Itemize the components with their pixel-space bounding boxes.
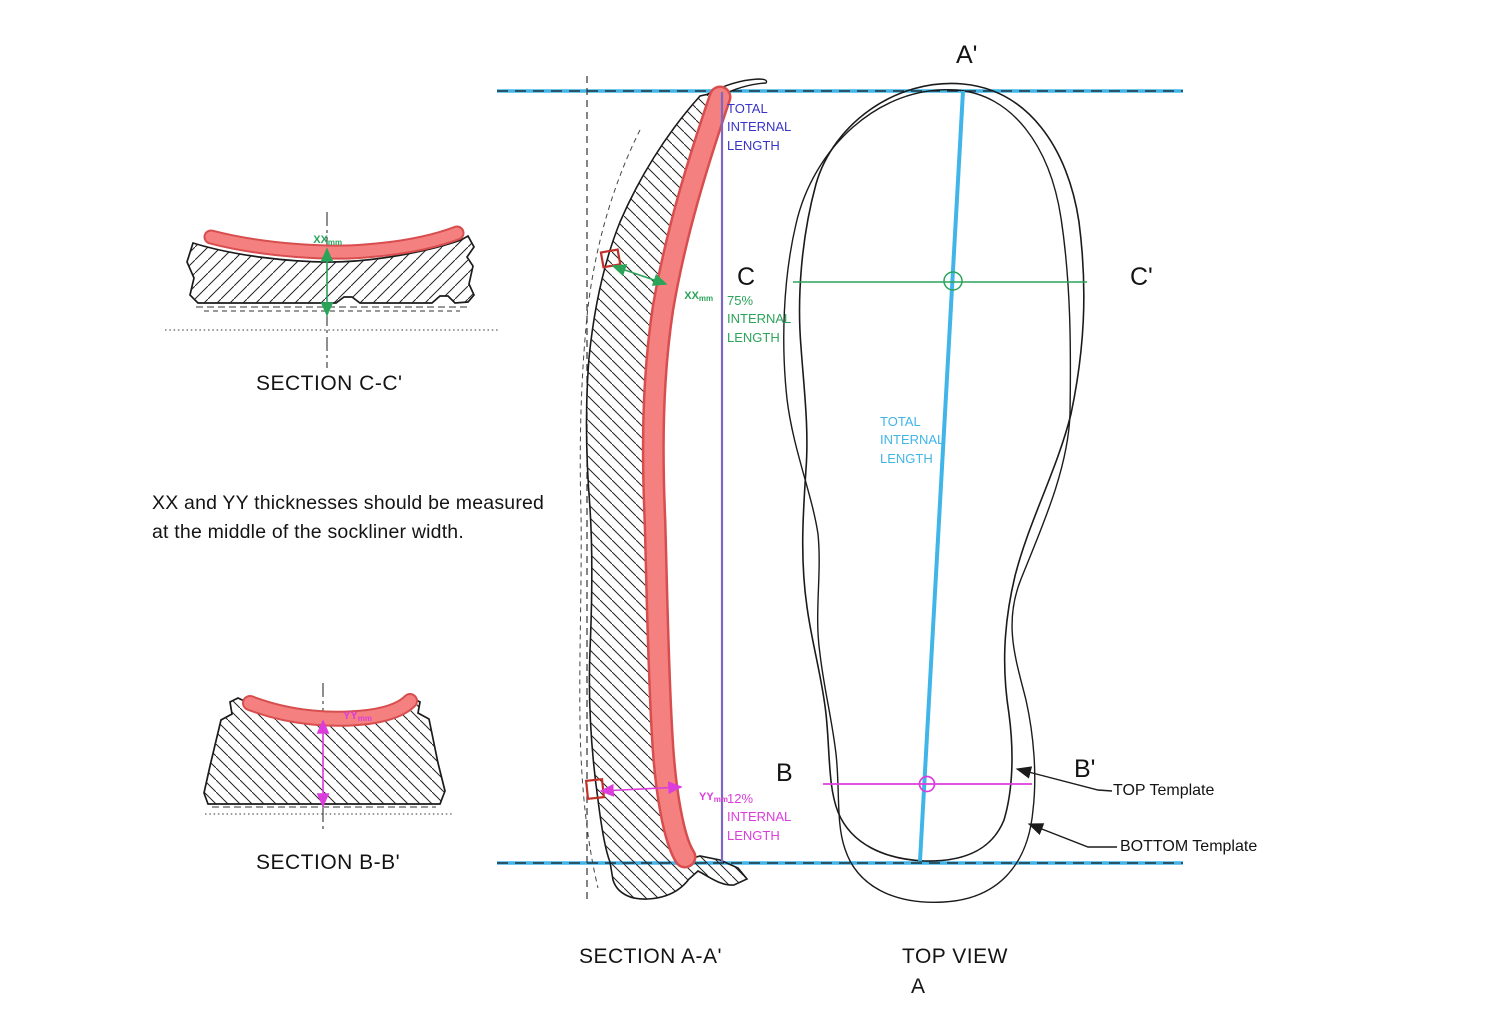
label-total-internal-length-section: TOTAL INTERNAL LENGTH xyxy=(727,101,791,153)
top-view-drawing xyxy=(783,82,1117,903)
aa-xx-arrow xyxy=(611,264,668,286)
label-top-template: TOP Template xyxy=(1113,782,1215,799)
bottom-template-leader xyxy=(1027,823,1117,848)
label-12-internal-length: 12% INTERNAL LENGTH xyxy=(727,791,791,843)
label-xx-mm-section-cc: XXmm xyxy=(313,234,343,248)
label-yy-mm-section-bb: YYmm xyxy=(343,710,372,724)
section-cc-drawing xyxy=(165,212,500,368)
caption-section-aa: SECTION A-A' xyxy=(579,945,723,968)
aa-yy-arrow xyxy=(599,781,683,797)
label-xx-mm-section-aa: XXmm xyxy=(684,290,714,304)
note-line-1: XX and YY thicknesses should be measured xyxy=(152,492,545,514)
caption-a: A xyxy=(911,975,926,998)
caption-top-view: TOP VIEW xyxy=(902,945,1008,968)
label-yy-mm-section-aa: YYmm xyxy=(699,791,728,805)
caption-section-cc: SECTION C-C' xyxy=(256,372,403,395)
label-bottom-template: BOTTOM Template xyxy=(1120,838,1258,855)
label-total-internal-length-topview: TOTAL INTERNAL LENGTH xyxy=(880,414,944,466)
note-line-2: at the middle of the sockliner width. xyxy=(152,521,464,543)
aa-template-dashed xyxy=(579,129,641,889)
topview-total-length-line xyxy=(918,90,965,862)
bottom-template-outline xyxy=(783,89,1072,903)
label-c: C xyxy=(737,263,756,291)
label-b: B xyxy=(776,759,793,787)
label-b-prime: B' xyxy=(1074,755,1096,783)
bb-intersection-circle xyxy=(918,775,936,793)
cc-intersection-circle xyxy=(943,271,963,291)
section-aa-drawing xyxy=(579,76,768,900)
caption-section-bb: SECTION B-B' xyxy=(256,851,401,874)
top-template-leader xyxy=(1015,766,1113,792)
top-template-outline xyxy=(798,82,1085,862)
label-75-internal-length: 75% INTERNAL LENGTH xyxy=(727,293,791,345)
section-bb-drawing xyxy=(203,683,452,833)
label-c-prime: C' xyxy=(1130,263,1153,291)
label-a-prime: A' xyxy=(956,41,978,69)
